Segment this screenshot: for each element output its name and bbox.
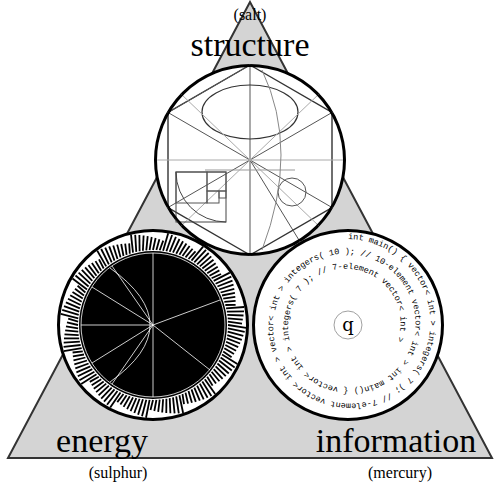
streak xyxy=(135,235,136,252)
heading-wrap: information xyxy=(313,424,480,458)
streak xyxy=(183,394,185,404)
code-text: int main() { vector< int > integers( 7 )… xyxy=(266,232,437,411)
streak xyxy=(67,322,78,325)
energy-heading: energy xyxy=(53,422,151,459)
streak xyxy=(192,389,196,402)
heading-wrap: structure xyxy=(188,28,313,62)
streak xyxy=(79,372,94,380)
energy-disc xyxy=(58,230,248,420)
structure-heading: structure xyxy=(188,26,313,63)
streak xyxy=(160,241,164,251)
streak xyxy=(202,260,213,269)
streak xyxy=(64,341,80,344)
streak xyxy=(113,245,117,259)
streak xyxy=(138,235,140,251)
streak xyxy=(64,345,81,347)
streak xyxy=(146,400,150,418)
streak xyxy=(151,400,154,410)
streak xyxy=(99,386,109,396)
circle-border xyxy=(156,66,344,254)
streak xyxy=(74,361,87,365)
streak xyxy=(82,270,93,281)
heading-wrap: (salt) xyxy=(231,6,270,24)
streak xyxy=(221,289,235,293)
streak xyxy=(97,251,106,267)
streak xyxy=(68,319,78,322)
heading-wrap: (sulphur) xyxy=(86,464,151,482)
streak xyxy=(176,396,179,413)
core-ring xyxy=(334,311,362,339)
streak xyxy=(226,307,244,308)
streak xyxy=(165,399,167,413)
streak xyxy=(228,322,242,324)
streak xyxy=(131,235,133,253)
sulphur-label: (sulphur) xyxy=(86,464,151,481)
circle-outline xyxy=(155,65,345,255)
streak xyxy=(121,244,123,256)
streak xyxy=(85,267,94,278)
core-letter: q xyxy=(342,316,354,334)
streak xyxy=(74,358,86,361)
streak xyxy=(150,237,152,250)
streak xyxy=(73,351,83,352)
element-circle: information(mercury)q xyxy=(253,230,443,420)
streak xyxy=(65,333,79,336)
information-heading: information xyxy=(313,422,480,459)
streak xyxy=(154,400,156,411)
heading-wrap: energy xyxy=(53,424,151,458)
streak xyxy=(125,244,126,255)
streak xyxy=(223,297,235,299)
streak xyxy=(227,310,244,312)
streak xyxy=(142,236,145,251)
streak xyxy=(186,393,189,404)
streak xyxy=(128,243,130,253)
streak xyxy=(227,314,243,316)
element-circle: (salt)structure xyxy=(155,65,345,255)
streak xyxy=(66,326,78,328)
streak xyxy=(169,398,171,413)
heading-wrap: (mercury) xyxy=(365,464,435,482)
streak xyxy=(225,304,235,306)
streak xyxy=(146,236,147,250)
salt-label: (salt) xyxy=(231,6,270,23)
streak xyxy=(228,325,246,328)
streak xyxy=(228,318,243,319)
circle-outline xyxy=(58,230,248,420)
streak xyxy=(64,348,82,351)
streak xyxy=(101,388,112,399)
streak xyxy=(161,399,164,412)
streak xyxy=(153,238,156,250)
information-disc xyxy=(253,230,443,420)
streak xyxy=(64,337,79,339)
mercury-label: (mercury) xyxy=(365,464,435,481)
streak xyxy=(222,293,235,296)
streak xyxy=(158,400,160,412)
circle-border xyxy=(254,231,442,419)
streak xyxy=(179,395,183,413)
streak xyxy=(173,397,175,413)
streak xyxy=(117,245,120,258)
streak xyxy=(73,355,84,357)
streak xyxy=(189,391,192,403)
circle-border xyxy=(59,231,247,419)
streak xyxy=(65,330,78,331)
streak xyxy=(228,328,245,332)
streak xyxy=(214,273,230,281)
streak xyxy=(156,239,159,250)
streak xyxy=(216,366,226,376)
element-circle: energy(sulphur) xyxy=(58,230,248,420)
streak xyxy=(224,300,235,303)
structure-geometry xyxy=(155,65,345,255)
triangle xyxy=(8,2,492,458)
